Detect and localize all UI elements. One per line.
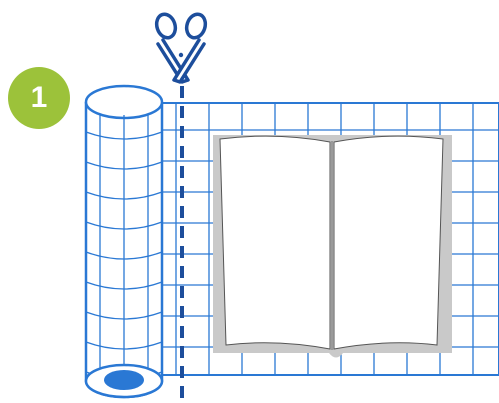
roll-top-rim xyxy=(86,86,162,118)
roll-core xyxy=(104,370,144,390)
book-left-page xyxy=(220,136,330,349)
step-number-badge: 1 xyxy=(8,67,70,129)
open-book-icon xyxy=(213,135,452,358)
book-right-page xyxy=(334,136,443,349)
roll xyxy=(86,86,162,397)
scissors-icon xyxy=(154,12,209,82)
